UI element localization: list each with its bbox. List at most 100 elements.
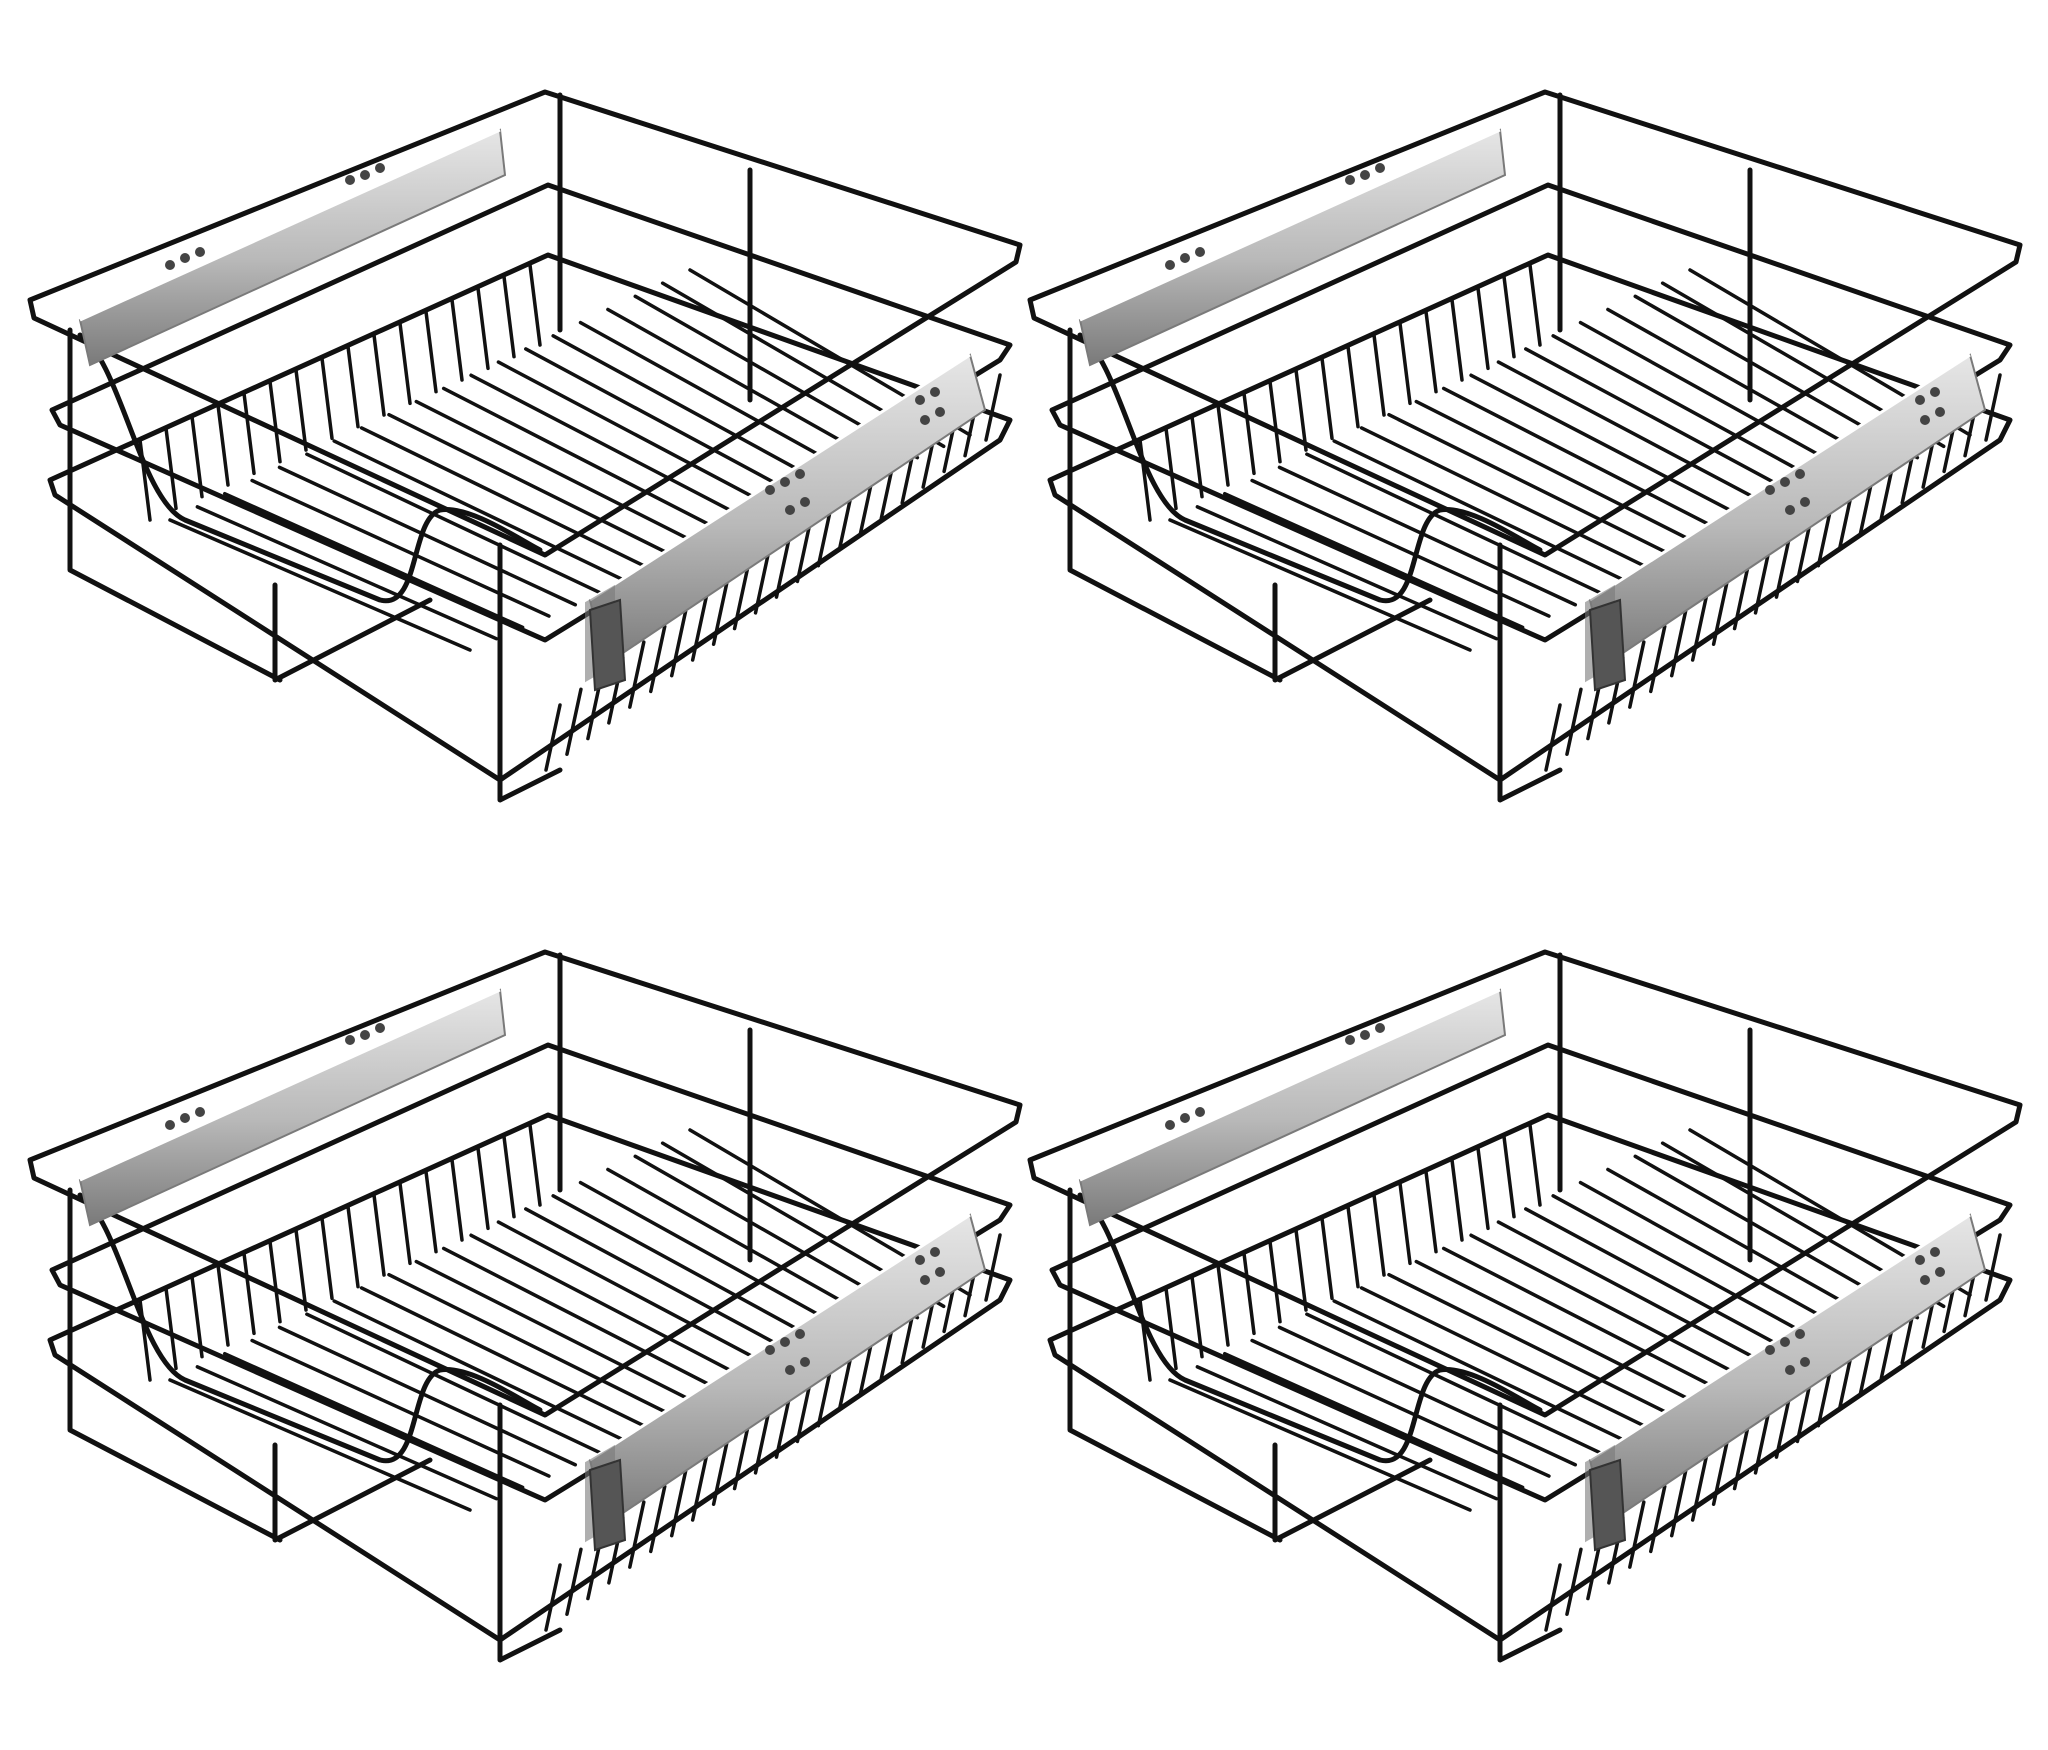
- side-bar: [984, 1233, 1002, 1302]
- side-bar: [1565, 687, 1583, 757]
- wall-bar: [398, 321, 412, 406]
- wall-bar: [294, 368, 308, 452]
- wall-bar: [1294, 368, 1308, 452]
- side-bar: [628, 640, 646, 709]
- wall-bar: [1268, 1239, 1282, 1324]
- front-post: [497, 1402, 563, 1663]
- floor-bar: [1359, 426, 1656, 573]
- wall-bar: [1528, 263, 1542, 347]
- floor-bar: [1524, 1207, 1814, 1365]
- wall-bar: [1346, 344, 1360, 429]
- wire-basket-top-right: [1000, 0, 2024, 875]
- side-bar: [565, 1547, 583, 1617]
- middle-rim: [1049, 1042, 2013, 1503]
- side-bar: [732, 561, 751, 631]
- side-bar: [669, 608, 688, 678]
- front-post: [497, 542, 563, 803]
- mid-post: [1272, 582, 1433, 683]
- side-bar: [1690, 593, 1709, 662]
- middle-rim: [49, 1042, 1013, 1503]
- floor-bar: [1387, 1272, 1683, 1422]
- wall-bar: [450, 298, 464, 382]
- side-bar: [1669, 608, 1688, 678]
- front-slide-rail: [585, 353, 987, 692]
- wall-bar: [1424, 309, 1438, 394]
- wall-bar: [164, 426, 178, 511]
- wall-bar: [1424, 1169, 1438, 1254]
- side-bar: [1690, 1453, 1709, 1522]
- left-post: [1067, 1187, 1283, 1543]
- front-slide-rail: [1585, 353, 1987, 692]
- floor-bar: [1168, 518, 1472, 652]
- floor-bar: [1469, 1233, 1762, 1388]
- floor-bar: [1195, 505, 1499, 641]
- middle-rim: [49, 182, 1013, 643]
- side-bar: [1565, 1547, 1583, 1617]
- side-bar: [753, 546, 772, 615]
- floor-bar: [1441, 386, 1735, 539]
- floor-bar: [305, 452, 604, 596]
- floor-bar: [1168, 1378, 1472, 1512]
- back-slide-rail: [1078, 128, 1507, 367]
- bottom-rim: [1047, 1112, 2013, 1643]
- floor-bar: [305, 1312, 604, 1456]
- wall-bar: [1216, 403, 1230, 487]
- floor-bar: [524, 347, 814, 505]
- basket-wires: [27, 949, 1023, 1663]
- floor-bar: [551, 334, 841, 494]
- top-rim: [1027, 89, 2023, 558]
- wall-bar: [320, 1216, 334, 1301]
- basket-wires: [1027, 89, 2023, 803]
- wall-bar: [502, 274, 516, 359]
- wall-bar: [1190, 1274, 1204, 1359]
- wall-bar: [476, 1146, 490, 1231]
- side-bar: [649, 624, 667, 694]
- floor-bar: [195, 505, 499, 641]
- back-slide-rail: [78, 988, 507, 1227]
- floor-bar: [359, 1286, 656, 1433]
- floor-bar: [1305, 1312, 1604, 1456]
- wall-bar: [216, 1263, 230, 1347]
- floor-bar: [1222, 491, 1525, 630]
- wire-basket-bottom-left: [0, 860, 1024, 1735]
- floor-bar: [441, 1246, 735, 1399]
- top-rim: [27, 949, 1023, 1418]
- wall-bar: [372, 333, 386, 417]
- wall-bar: [1450, 298, 1464, 382]
- floor-bar: [222, 1351, 525, 1490]
- wall-bar: [190, 1274, 204, 1359]
- floor-bar: [1222, 1351, 1525, 1490]
- floor-bar: [1387, 412, 1683, 562]
- floor-bar: [441, 386, 735, 539]
- wall-bar: [1138, 1298, 1152, 1382]
- side-bar: [565, 687, 583, 757]
- mid-post: [1272, 1442, 1433, 1543]
- wall-bar: [1476, 1146, 1490, 1231]
- floor-bar: [1359, 1286, 1656, 1433]
- floor-bar: [524, 1207, 814, 1365]
- basket-wires: [1027, 949, 2023, 1663]
- floor-bar: [1469, 373, 1762, 528]
- front-slide-rail: [1585, 1213, 1987, 1552]
- floor-bar: [1277, 465, 1578, 607]
- bottom-rim: [47, 252, 1013, 783]
- side-bar: [690, 1453, 709, 1522]
- wall-bar: [138, 438, 152, 522]
- mid-post: [272, 582, 433, 683]
- floor-bar: [496, 360, 788, 516]
- floor-bar: [1551, 1194, 1841, 1354]
- wall-bar: [1164, 1286, 1178, 1371]
- floor-bar: [222, 491, 525, 630]
- wall-bar: [242, 1251, 256, 1336]
- wall-bar: [528, 263, 542, 347]
- wire-basket-drawing: [1027, 949, 2023, 1663]
- floor-bar: [277, 1325, 578, 1467]
- wall-bar: [476, 286, 490, 371]
- front-slide-rail: [585, 1213, 987, 1552]
- side-bar: [1649, 1484, 1667, 1554]
- side-bar: [690, 593, 709, 662]
- front-handle: [1077, 1192, 1543, 1464]
- side-bar: [732, 1421, 751, 1491]
- back-slide-rail: [1078, 988, 1507, 1227]
- basket-wires: [27, 89, 1023, 803]
